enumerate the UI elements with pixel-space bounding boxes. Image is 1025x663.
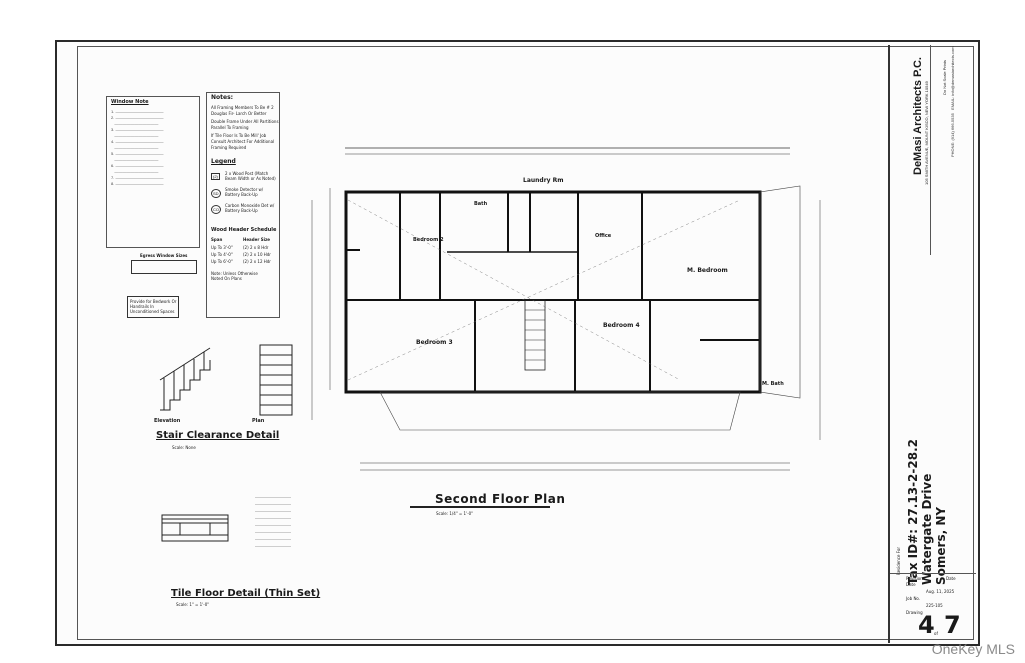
note-1: All Framing Members To Be # 2	[211, 105, 274, 110]
drawing-of: of	[934, 631, 938, 636]
do-not-scale: Do Not Scale Prints	[942, 60, 947, 95]
stair-detail-drawing	[159, 344, 293, 416]
second-floor-plan	[311, 147, 821, 471]
smoke-detector-icon: SD	[211, 189, 221, 198]
firm-name: DeMasi Architects P.C.	[912, 57, 924, 175]
window-notes-title: Window Note	[111, 99, 149, 105]
room-bath: Bath	[474, 201, 488, 207]
legend-title: Legend	[211, 158, 236, 165]
window-notes-box: Window Note 1. ————————————2. ——————————…	[106, 96, 200, 248]
co-detector-icon: CO	[211, 205, 221, 214]
header-row-2-size: (2) 2 x 10 Hdr	[243, 252, 271, 257]
header-row-1-span: Up To 3'-0"	[211, 245, 233, 250]
watermark: OneKey MLS	[931, 641, 1015, 657]
tile-detail-scale: Scale: 1" = 1'-0"	[176, 602, 210, 607]
title-block-divider	[930, 45, 931, 255]
date-value: Aug. 11, 2025	[926, 589, 955, 594]
note-7: Framing Required	[211, 145, 247, 150]
room-bedroom-2: Bedroom 2	[413, 237, 444, 243]
note-5: If Tile Floor Is To Be Mill' Job	[211, 133, 267, 138]
header-row-1-size: (2) 2 x 8 Hdr	[243, 245, 269, 250]
note-3: Double Frame Under All Partitions	[211, 119, 279, 124]
job-label: Job No.	[906, 596, 921, 601]
legend-co-text: Carbon Monoxide Det w/ Battery Back-Up	[225, 203, 275, 213]
date-label: Date	[946, 576, 956, 581]
header-row-3-span: Up To 6'-0"	[211, 259, 233, 264]
header-row-3-size: (2) 2 x 12 Hdr	[243, 259, 271, 264]
plan-title-underline	[410, 506, 550, 508]
note-2: Douglas Fir- Larch Or Better	[211, 111, 267, 116]
header-schedule-title: Wood Header Schedule	[211, 227, 277, 233]
stair-detail-scale: Scale: None	[172, 445, 196, 450]
stair-plan-label: Plan	[252, 418, 265, 424]
revision-divider	[890, 573, 976, 574]
legend-post-text: 2 x Wood Post (Match Beam Width or As No…	[225, 171, 276, 181]
note-4: Parallel To Framing	[211, 125, 249, 130]
blocking-note: Provide for Bedwork Or Handrails In Unco…	[130, 299, 177, 314]
header-col-span: Span	[211, 237, 223, 242]
drawing-number: 4	[918, 611, 935, 639]
revision-label: Revision	[906, 576, 923, 581]
stair-elevation-label: Elevation	[154, 418, 181, 424]
title-block: DeMasi Architects P.C. 105 SMITH AVENUE,…	[888, 45, 976, 643]
header-col-size: Header Size	[243, 237, 270, 242]
blocking-note-box: Provide for Bedwork Or Handrails In Unco…	[127, 296, 179, 318]
street-name: Watergate Drive	[920, 473, 934, 585]
notes-box: Notes: All Framing Members To Be # 2 Dou…	[206, 92, 280, 318]
note-6: Consult Architect For Additional	[211, 139, 275, 144]
drawing-total: 7	[944, 611, 961, 639]
room-bedroom-4: Bedroom 4	[603, 322, 640, 329]
tax-id: Tax ID#: 27.13-2-28.2	[906, 439, 920, 585]
notes-title: Notes:	[211, 94, 234, 101]
window-notes-body: 1. ————————————2. ———————————— —————————…	[111, 109, 164, 186]
job-value: 225-105	[926, 603, 943, 608]
plan-scale: Scale: 1/4" = 1'-0"	[436, 511, 474, 516]
drawing-sheet	[55, 40, 980, 646]
room-m-bedroom: M. Bedroom	[687, 267, 728, 274]
legend-post-symbol: (2)	[211, 173, 220, 180]
room-bedroom-3: Bedroom 3	[416, 339, 453, 346]
drawing-border	[77, 46, 974, 640]
room-laundry: Laundry Rm	[523, 177, 564, 184]
legend-smoke-text: Smoke Detector w/ Battery Back-Up	[225, 187, 264, 197]
egress-title: Egress Window Sizes	[140, 253, 188, 258]
drawing-label: Drawing	[906, 610, 923, 615]
firm-contact: PHONE: (914) 666-5535 EMAIL: info@demasi…	[950, 46, 955, 157]
room-m-bath: M. Bath	[762, 381, 784, 387]
stair-detail-title: Stair Clearance Detail	[156, 430, 280, 441]
firm-address: 105 SMITH AVENUE, MOUNT KISCO, NEW YORK …	[924, 81, 929, 185]
room-office: Office	[595, 233, 612, 239]
header-row-2-span: Up To 4'-0"	[211, 252, 233, 257]
header-note: Note: Unless Otherwise Noted On Plans	[211, 271, 258, 281]
egress-table	[131, 260, 197, 274]
plan-title: Second Floor Plan	[435, 492, 566, 506]
tile-detail-title: Tile Floor Detail (Thin Set)	[171, 588, 321, 599]
tile-detail-drawing	[161, 514, 229, 542]
tile-detail-callouts: ————————————————————————————————————————…	[255, 494, 291, 548]
date-caption: Date	[906, 582, 916, 587]
residence-for: Residence For	[896, 547, 901, 575]
